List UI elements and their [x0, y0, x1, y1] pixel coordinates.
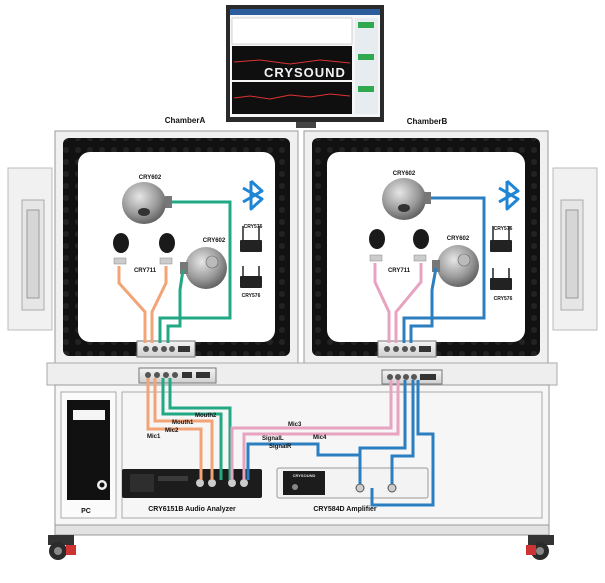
mouth-simulator-b: CRY602 — [382, 171, 431, 220]
cable-mouth1 — [161, 378, 223, 480]
chamber-b: ChamberB CRY602 CRY711 CRY602 — [303, 117, 549, 364]
audio-analyzer: CRY6151B Audio Analyzer — [122, 469, 262, 513]
signal-mic3: Mic3 — [288, 422, 302, 428]
side-panel-right — [552, 167, 598, 331]
chamber-a: ChamberA CRY602 CRY711 CRY602 — [54, 116, 299, 364]
cable-signal-l — [358, 380, 407, 484]
signal-signal-l: SignalL — [262, 436, 284, 442]
chamber-b-title: ChamberB — [407, 117, 448, 126]
side-panel-left — [7, 167, 53, 331]
chamber-a-title: ChamberA — [165, 116, 206, 125]
cable-mic2 — [153, 378, 214, 480]
pc-tower: PC — [60, 391, 117, 519]
ear-simulators-a-label: CRY711 — [134, 268, 157, 274]
bt-device-b-top: CRY576 — [490, 226, 513, 252]
cable-b-blue-bottom — [409, 267, 438, 343]
cable-mic3 — [230, 380, 393, 480]
bt-device-a-top: CRY576 — [240, 224, 263, 252]
caster-right — [526, 535, 554, 560]
audio-analyzer-label: CRY6151B Audio Analyzer — [148, 506, 236, 513]
signal-mouth1: Mouth1 — [172, 420, 194, 426]
monitor-brand: CRYSOUND — [264, 65, 346, 80]
cable-mic4 — [242, 380, 400, 480]
cable-a-green-bottom — [166, 269, 185, 343]
bt-device-b-bottom-label: CRY576 — [494, 296, 513, 302]
cable-amp-analyzer — [246, 442, 360, 480]
ear-simulators-a: CRY711 — [113, 233, 175, 274]
signal-mic4: Mic4 — [313, 435, 327, 441]
head-simulator-a-label: CRY602 — [203, 238, 226, 244]
mouth-simulator-a: CRY602 — [122, 175, 172, 224]
signal-signal-r: SignalR — [269, 444, 292, 450]
bluetooth-icon — [242, 179, 264, 211]
bt-device-b-top-label: CRY576 — [494, 226, 513, 232]
cable-amp-output — [370, 380, 435, 507]
head-simulator-b-label: CRY602 — [447, 236, 470, 242]
cable-a-green-top — [158, 200, 232, 343]
bt-device-b-bottom: CRY576 — [490, 268, 513, 302]
signal-mouth2: Mouth2 — [195, 413, 217, 419]
ear-simulators-b: CRY711 — [369, 229, 429, 274]
amplifier-label: CRY584D Amplifier — [313, 506, 377, 513]
cable-a-orange — [117, 266, 147, 343]
head-simulator-b: CRY602 — [432, 236, 479, 287]
ear-simulators-b-label: CRY711 — [388, 268, 411, 274]
cable-mic1 — [146, 378, 203, 480]
bt-device-a-bottom-label: CRY576 — [242, 293, 261, 299]
bt-device-a-top-label: CRY576 — [244, 224, 263, 230]
cabinet: PC CRY61 — [46, 362, 558, 536]
pc-label: PC — [81, 508, 91, 515]
head-simulator-a: CRY602 — [180, 238, 227, 289]
bluetooth-icon — [498, 179, 520, 211]
connector-panel-b — [377, 340, 437, 358]
signal-mic1: Mic1 — [147, 434, 161, 440]
cable-a-orange-2 — [150, 266, 168, 343]
connector-panel-a — [136, 340, 196, 358]
monitor: CRYSOUND — [226, 5, 384, 128]
cabinet-connector-panel-a — [138, 367, 217, 384]
signal-mic2: Mic2 — [165, 428, 179, 434]
mouth-simulator-a-label: CRY602 — [139, 175, 162, 181]
cable-b-pink-2 — [394, 263, 423, 343]
amplifier: CRYSOUND CRY584D Amplifier — [276, 467, 429, 513]
bt-device-a-bottom: CRY576 — [240, 266, 262, 299]
cable-signal-r — [390, 380, 415, 484]
cable-b-pink — [373, 263, 391, 343]
amplifier-brand: CRYSOUND — [293, 473, 316, 478]
caster-left — [48, 535, 76, 560]
cable-b-blue-top — [402, 196, 486, 343]
mouth-simulator-b-label: CRY602 — [393, 171, 416, 177]
cable-mouth2 — [168, 378, 232, 480]
